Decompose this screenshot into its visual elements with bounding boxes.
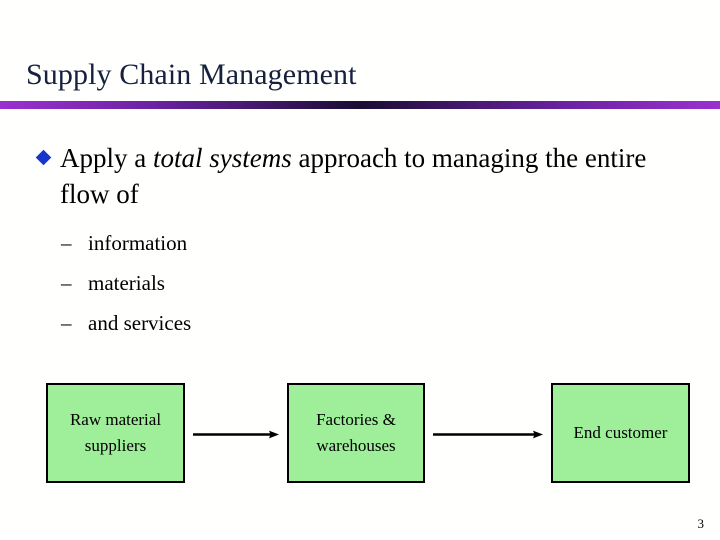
sub-bullet-materials: – materials [58, 270, 720, 297]
bullet-level1: Apply a total systems approach to managi… [0, 140, 720, 212]
dash-bullet-icon: – [61, 271, 72, 295]
title-divider-bar [0, 101, 720, 109]
bullet-text-before-emphasis: Apply a [60, 143, 153, 173]
page-title: Supply Chain Management [26, 58, 357, 91]
sub-bullet-label: information [88, 231, 188, 255]
dash-bullet-icon: – [61, 311, 72, 335]
flow-box-end-customer: End customer [551, 383, 690, 483]
flow-box-raw-material-suppliers: Raw material suppliers [46, 383, 185, 483]
sub-bullet-and-services: – and services [58, 310, 720, 337]
body-content: Apply a total systems approach to managi… [0, 140, 720, 350]
dash-bullet-icon: – [61, 231, 72, 255]
title-area: Supply Chain Management [26, 56, 686, 100]
flow-box-label: End customer [573, 423, 668, 442]
flow-box-factories-warehouses: Factories & warehouses [287, 383, 425, 483]
sub-bullet-label: and services [88, 311, 192, 335]
sub-bullet-label: materials [88, 271, 165, 295]
flow-box-label: Raw material suppliers [69, 410, 162, 455]
supply-chain-flow-diagram: Raw material suppliers Factories & wareh… [0, 383, 720, 485]
bullet-level1-text: Apply a total systems approach to managi… [60, 140, 680, 212]
flow-box-label: Factories & warehouses [316, 410, 396, 455]
page-number: 3 [697, 516, 705, 531]
flow-arrow-raw-to-factory [193, 430, 279, 439]
bullet-text-emphasis: total systems [152, 143, 292, 173]
bullet-text-after-emphasis: approach to managing the entire flow of [60, 143, 647, 209]
diamond-bullet-icon [35, 149, 52, 166]
sub-bullet-list: – information – materials – and services [0, 230, 720, 337]
flow-arrow-factory-to-customer [433, 430, 543, 439]
sub-bullet-information: – information [58, 230, 720, 257]
